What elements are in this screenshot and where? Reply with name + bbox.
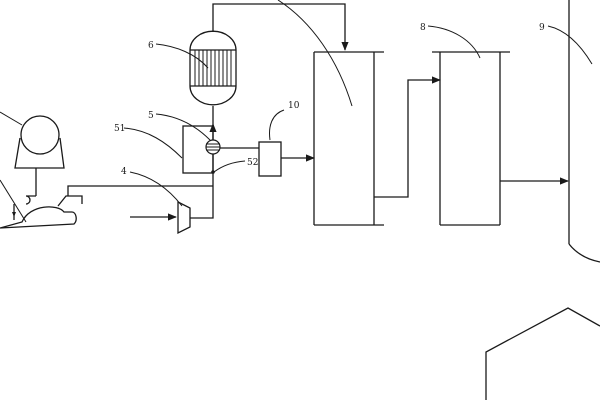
pump-outlet: [57, 195, 83, 207]
tube-bundle: [194, 50, 232, 86]
leader-line-8: [427, 25, 481, 59]
leader-line-6: [155, 43, 209, 69]
label-4: 4: [121, 167, 127, 177]
leader-line-5: [155, 113, 211, 141]
leader-line-9: [547, 25, 593, 65]
label-6: 6: [148, 41, 154, 51]
label-52: 52: [247, 158, 258, 168]
vessel-9: 9: [539, 0, 600, 263]
leader-line-51: [123, 127, 183, 159]
unit-51: 51 5: [114, 111, 221, 174]
drum-circle: [20, 115, 60, 155]
label-9: 9: [539, 23, 545, 33]
leader-line-4: [129, 171, 183, 207]
leader-line-52: [213, 160, 246, 173]
device-10: 10: [220, 101, 315, 177]
compressor-4: 4: [121, 167, 214, 235]
hopper-structure: [485, 307, 600, 400]
heat-exchanger-shell: [189, 30, 237, 106]
feed-line: [67, 185, 213, 196]
tank-8: 8: [420, 23, 510, 226]
hopper-roof: [485, 307, 600, 400]
leader-line-tower: [277, 0, 353, 107]
label-8: 8: [420, 23, 426, 33]
label-5: 5: [148, 111, 154, 121]
compressor-outlet-line: [190, 186, 214, 219]
leader-line-10: [269, 109, 285, 141]
leader-line-base: [0, 179, 27, 223]
tower-main: [277, 0, 384, 226]
pump-housing: [0, 206, 77, 229]
drum-frame: [14, 137, 65, 169]
drum-coupling: [25, 195, 36, 205]
overhead-line: [212, 3, 349, 51]
transfer-line-8: [374, 76, 441, 198]
pump-marker-tip: [12, 212, 16, 217]
label-10: 10: [288, 101, 300, 111]
compressor-shape: [177, 200, 191, 235]
pump-body: [0, 195, 83, 229]
heat-exchanger-6: 6: [148, 30, 237, 124]
drum-assembly: [0, 111, 65, 223]
vessel-9-bottom-curve: [568, 243, 600, 263]
label-51: 51: [114, 124, 125, 134]
leader-line-drum: [0, 111, 23, 126]
device-10-box: [258, 141, 282, 177]
